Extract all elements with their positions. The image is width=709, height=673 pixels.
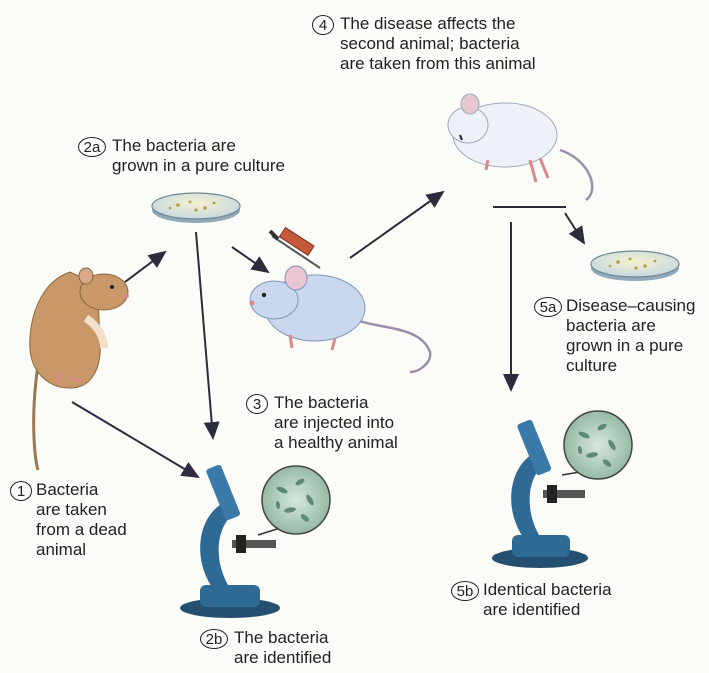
step-1-label: 1 Bacteria are taken from a dead animal	[10, 480, 140, 560]
step-text: The bacteria are injected into a healthy…	[246, 393, 436, 453]
sick-mouse-icon	[448, 94, 592, 200]
step-number-badge: 1	[10, 481, 32, 501]
step-5a-label: 5a Disease–causing bacteria are grown in…	[534, 296, 706, 376]
dead-hamster-icon	[30, 268, 129, 470]
arrow-mouse-to-sick-mouse	[350, 192, 443, 258]
step-number-badge: 5a	[534, 297, 562, 317]
step-text: Identical bacteria are identified	[451, 580, 651, 620]
step-number-badge: 3	[246, 394, 268, 414]
step-number-badge: 2a	[78, 137, 106, 157]
step-2a-label: 2a The bacteria are grown in a pure cult…	[78, 136, 318, 176]
step-2b-label: 2b The bacteria are identified	[200, 628, 380, 668]
step-text: The bacteria are grown in a pure culture	[78, 136, 318, 176]
step-text: The bacteria are identified	[200, 628, 380, 668]
step-4-label: 4 The disease affects the second animal;…	[312, 14, 572, 74]
step-3-label: 3 The bacteria are injected into a healt…	[246, 393, 436, 453]
petri-dish-icon	[152, 193, 240, 223]
arrow-dish-to-mouse	[232, 247, 268, 272]
magnified-bacteria-icon	[564, 411, 632, 479]
healthy-mouse-icon	[250, 266, 431, 372]
arrow-hamster-to-dish	[125, 252, 165, 282]
arrow-sick-mouse-to-dish	[565, 213, 584, 243]
step-number-badge: 4	[312, 15, 334, 35]
step-number-badge: 5b	[451, 581, 479, 601]
magnified-bacteria-icon	[262, 466, 330, 534]
step-5b-label: 5b Identical bacteria are identified	[451, 580, 651, 620]
syringe-icon	[270, 228, 320, 268]
step-text: The disease affects the second animal; b…	[312, 14, 572, 74]
petri-dish-icon	[591, 251, 679, 281]
step-number-badge: 2b	[200, 629, 228, 649]
arrow-dish-to-microscope	[196, 232, 213, 438]
arrow-hamster-to-microscope	[72, 402, 198, 477]
